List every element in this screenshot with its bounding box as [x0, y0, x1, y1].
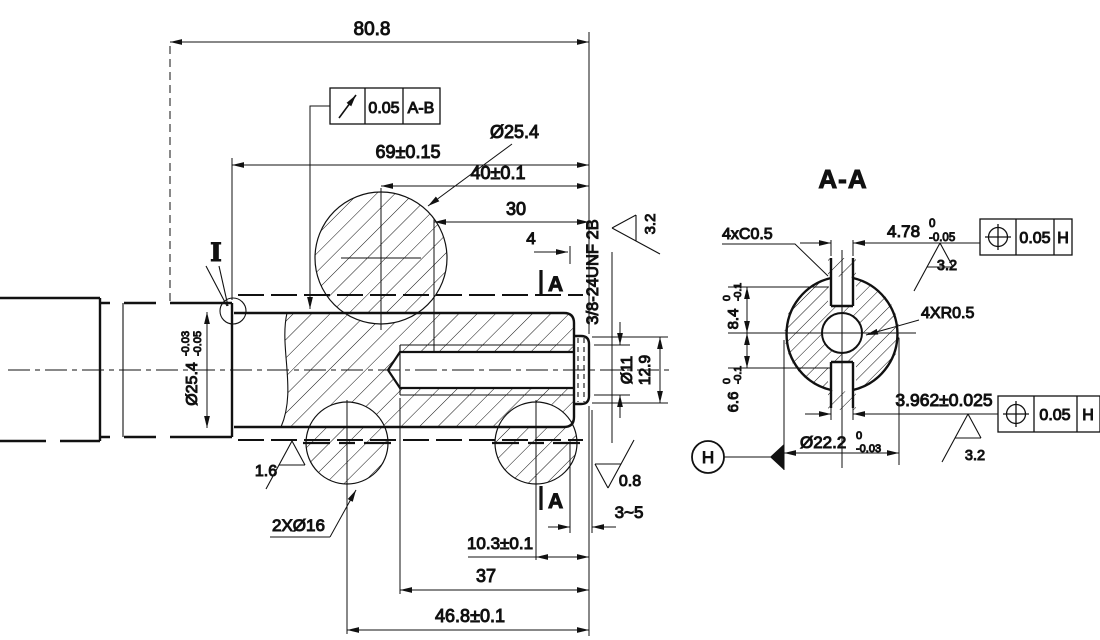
outer-dia-tol-up: 0 [856, 430, 862, 442]
fcf-bottom-frame [997, 395, 1100, 433]
outer-dia-tol-lo: -0.03 [856, 443, 881, 455]
section-letter-bottom: A [548, 490, 563, 513]
dim-overall-length: 80.8 [354, 19, 391, 40]
datum-h-label: H [702, 448, 714, 467]
dimension-lines [170, 39, 663, 633]
main-view: 80.8 69±0.15 40±0.1 30 4 Ø25.4 10.3±0.1 … [0, 19, 670, 636]
slot-bottom-width: 3.962±0.025 [895, 390, 992, 410]
slot-top-tol-upper: 0 [929, 218, 935, 230]
roughness-bottom-icon [941, 413, 982, 463]
section-dimension-lines [722, 240, 998, 456]
roughness-top-icon [913, 242, 954, 292]
roughness-bottom-value: 3.2 [965, 448, 985, 464]
extension-lines [169, 32, 668, 636]
outer-dia-value: Ø22.2 [800, 433, 846, 452]
section-hatch [281, 192, 577, 484]
depth-upper-tol-up: 0 [721, 295, 733, 301]
break-line [280, 312, 289, 428]
fcf-top-tolerance: 0.05 [1019, 230, 1050, 247]
stub-bore-dia: Ø11 [619, 356, 636, 384]
section-centerlines [768, 250, 916, 468]
fcf-top-frame [979, 218, 1073, 256]
fcf-runout-frame [307, 87, 441, 309]
holes-count-label: 2XØ16 [272, 516, 325, 535]
dim-4: 4 [526, 229, 535, 248]
section-letter-top: A [548, 273, 563, 296]
dim-103: 10.3±0.1 [467, 534, 533, 553]
depth-upper-value: 8.4 [725, 309, 742, 330]
depth-lower-tol-up: 0 [721, 378, 733, 384]
shaft-phantom-lines [238, 294, 583, 441]
fcf-bottom-tolerance: 0.05 [1039, 407, 1070, 424]
depth-lower-tol-lo: -0.1 [732, 366, 744, 384]
radius-label: 4XR0.5 [921, 305, 974, 322]
chamfer-label: 4xC0.5 [722, 226, 773, 243]
center-marks [341, 188, 537, 634]
bore-diameter-label: Ø25.4 [490, 122, 539, 142]
journal-diameter: Ø25.4 [184, 362, 201, 406]
dim-69: 69±0.15 [376, 142, 441, 162]
datum-i-flag [205, 265, 229, 307]
slot-top-tol-lower: -0.05 [929, 232, 955, 244]
roughness-16-value: 1.6 [255, 463, 277, 480]
journal-tol-lower: -0.05 [192, 331, 204, 356]
section-view: A-A 4xC0.5 4XR0.5 4.78 0 -0.05 3.2 [691, 164, 1100, 474]
corner-detail-circle [219, 297, 247, 325]
dim-468: 46.8±0.1 [435, 606, 505, 626]
roughness-16-icon [265, 440, 306, 490]
stub-od: 12.9 [637, 355, 654, 385]
fcf-runout-tolerance: 0.05 [368, 100, 399, 117]
depth-lower-value: 6.6 [725, 392, 742, 413]
dim-40: 40±0.1 [471, 163, 526, 183]
roughness-08-value: 0.8 [619, 473, 641, 490]
fcf-top-datum: H [1057, 230, 1069, 247]
fcf-bottom-datum: H [1082, 407, 1094, 424]
roughness-08-icon [594, 439, 635, 489]
dim-relief: 3~5 [615, 503, 644, 522]
thread-finish-value: 3.2 [642, 214, 659, 235]
fcf-runout-datum: A-B [408, 100, 435, 117]
section-hatch-aa [784, 258, 900, 410]
depth-upper-tol-lo: -0.1 [732, 283, 744, 301]
section-title: A-A [818, 164, 867, 194]
datum-triangle-icon [770, 444, 784, 470]
journal-tol-upper: -0.03 [180, 331, 192, 356]
slot-top-width-value: 4.78 [887, 222, 920, 241]
circular-runout-icon [338, 94, 357, 119]
roughness-top-value: 3.2 [937, 258, 957, 274]
dim-30: 30 [506, 199, 526, 219]
datum-h-flag [691, 440, 784, 474]
thread-roughness-icon [611, 214, 661, 255]
thread-spec-label: 3/8-24UNF 2B [584, 219, 602, 324]
datum-i-label: I [210, 238, 222, 267]
dim-37: 37 [476, 566, 496, 586]
